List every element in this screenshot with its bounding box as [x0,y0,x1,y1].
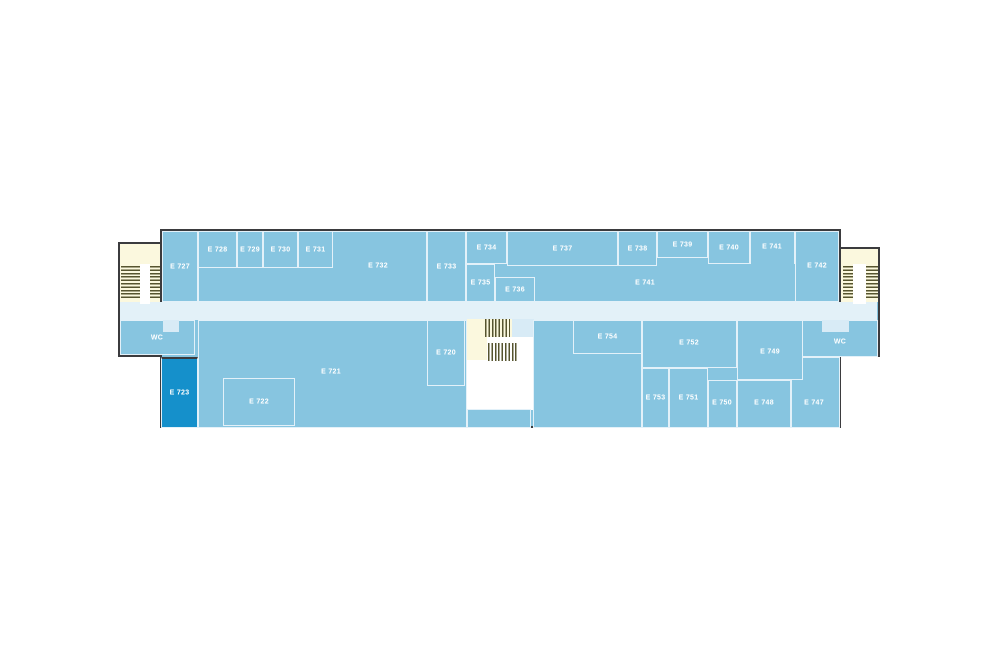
room-e-721[interactable] [198,320,467,428]
room-e-720[interactable] [427,320,465,386]
room-e-747[interactable] [791,357,840,428]
room-e-752[interactable] [642,320,737,368]
room-e-748[interactable] [737,380,791,428]
room-e-753[interactable] [642,368,669,428]
room-wc[interactable] [120,320,195,355]
room-e-751[interactable] [669,368,708,428]
corridor [120,302,877,320]
room-e-741[interactable] [750,231,795,264]
stair-steps-icon [485,319,510,337]
room-e-722[interactable] [223,378,295,426]
stairwell-left-landing [140,264,150,304]
room-e-735[interactable] [466,264,495,302]
stairwell-right-landing [853,264,866,304]
room-room[interactable] [467,409,531,428]
room-e-740[interactable] [708,231,750,264]
room-e-739[interactable] [657,231,708,258]
room-e-754[interactable] [573,320,642,354]
stairwell-middle [467,319,487,360]
room-e-723[interactable] [161,357,198,428]
room-e-728[interactable] [198,231,237,268]
room-e-736[interactable] [495,277,535,302]
room-e-737[interactable] [507,231,618,266]
room-e-734[interactable] [466,231,507,264]
room-e-733[interactable] [427,231,466,302]
room-e-729[interactable] [237,231,263,268]
room-e-730[interactable] [263,231,298,268]
wc-right-door-recess [822,320,849,332]
stairwell-middle-corridor-corner [512,319,534,337]
wc-left-door-recess [163,320,179,332]
room-e-749[interactable] [737,320,803,380]
room-e-742[interactable] [795,231,839,302]
stair-steps-icon [488,343,518,361]
room-e-727[interactable] [162,231,198,302]
room-e-731[interactable] [298,231,333,268]
room-e-738[interactable] [618,231,657,266]
room-e-750[interactable] [708,380,737,428]
